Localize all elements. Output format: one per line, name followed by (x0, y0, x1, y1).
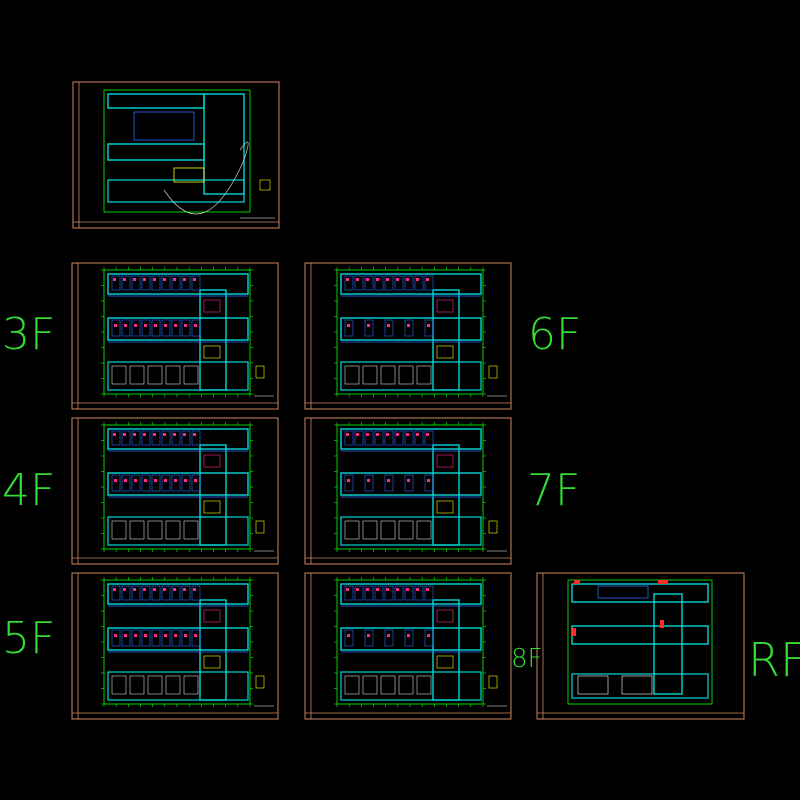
sheet-site-plan[interactable] (72, 81, 280, 229)
sheet-floor-5[interactable] (71, 572, 279, 720)
sheet-border (71, 572, 279, 720)
floor-label-8f: 8F (511, 644, 543, 674)
floor-label-5f: 5F (2, 613, 56, 664)
sheet-border (304, 417, 512, 565)
site-plan-drawing (103, 89, 251, 215)
floor-5-plan-drawing (101, 577, 274, 707)
sheet-border (304, 572, 512, 720)
sheet-border (72, 81, 280, 229)
floor-6-plan-drawing (334, 267, 507, 397)
floor-7-plan-drawing (334, 422, 507, 552)
floor-label-4f: 4F (2, 465, 56, 516)
title-block (240, 179, 275, 219)
floor-label-rf: RF (748, 633, 800, 687)
sheet-floor-6[interactable] (304, 262, 512, 410)
sheet-border (536, 572, 745, 720)
floor-4-plan-drawing (101, 422, 274, 552)
sheet-floor-4[interactable] (71, 417, 279, 565)
sheet-floor-8[interactable] (304, 572, 512, 720)
floor-3-plan-drawing (101, 267, 274, 397)
sheet-roof[interactable] (536, 572, 745, 720)
sheet-floor-3[interactable] (71, 262, 279, 410)
roof-plan-drawing (567, 579, 713, 705)
floor-label-6f: 6F (528, 309, 582, 360)
floor-label-3f: 3F (2, 309, 56, 360)
floor-label-7f: 7F (527, 465, 581, 516)
sheet-border (304, 262, 512, 410)
sheet-border (71, 262, 279, 410)
sheet-border (71, 417, 279, 565)
floor-8-plan-drawing (334, 577, 507, 707)
sheet-floor-7[interactable] (304, 417, 512, 565)
